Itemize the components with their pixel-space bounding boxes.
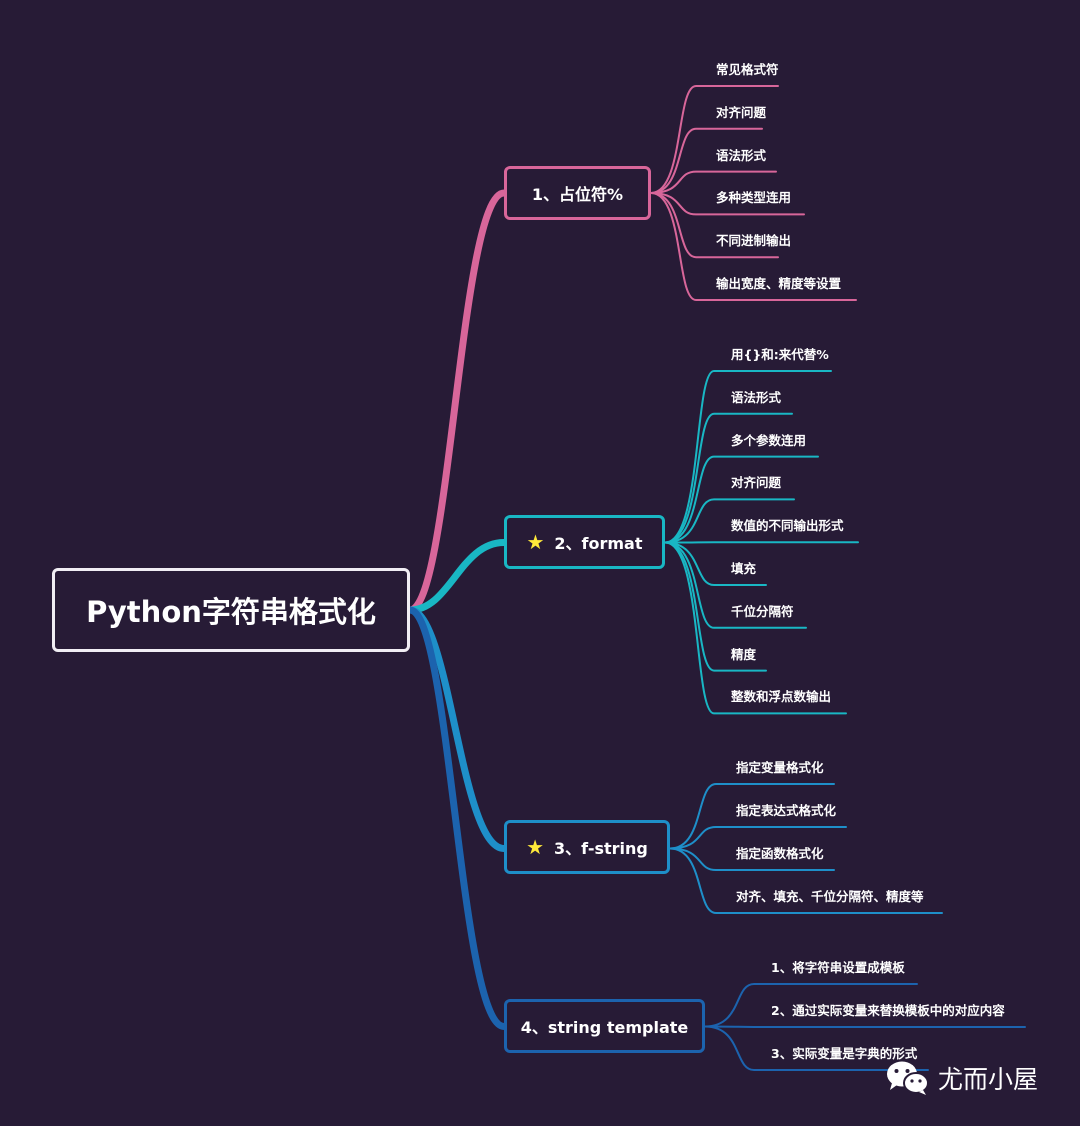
leaf-connector (664, 498, 795, 544)
leaf-item: 不同进制输出 (716, 233, 792, 249)
branch-node-string-template: 4、string template (504, 999, 705, 1053)
leaf-connector (650, 85, 779, 194)
leaf-connector (664, 412, 793, 544)
leaf-item: 输出宽度、精度等设置 (716, 276, 842, 291)
root-node: Python字符串格式化 (52, 568, 410, 652)
leaf-item: 多种类型连用 (716, 190, 792, 206)
branch-node-fstring: ★ 3、f-string (504, 820, 670, 874)
leaf-connector (664, 541, 767, 586)
leaf-connector (664, 541, 767, 672)
root-label: Python字符串格式化 (86, 595, 376, 629)
leaf-item: 1、将字符串设置成模板 (771, 960, 905, 975)
branch-connector (406, 189, 508, 614)
leaf-connector (664, 541, 847, 715)
leaf-item: 千位分隔符 (731, 603, 794, 619)
leaf-item: 用{}和:来代替% (731, 347, 829, 362)
leaf-item: 精度 (731, 646, 757, 662)
leaf-item: 语法形式 (716, 147, 767, 163)
leaf-connector (669, 826, 847, 850)
leaf-item: 数值的不同输出形式 (731, 518, 844, 534)
leaf-item: 指定表达式格式化 (736, 803, 837, 818)
branch-label: 4、string template (520, 1018, 689, 1037)
leaf-item: 3、实际变量是字典的形式 (771, 1046, 918, 1061)
wechat-icon (887, 1061, 929, 1095)
leaf-item: 常见格式符 (716, 62, 779, 77)
leaf-connector (664, 370, 832, 544)
watermark: 尤而小屋 (884, 1058, 1038, 1098)
leaf-connector (650, 192, 857, 301)
star-icon: ★ (526, 835, 545, 859)
leaf-connector (669, 847, 835, 871)
leaf-connector (650, 192, 779, 259)
leaf-item: 整数和浮点数输出 (731, 689, 832, 705)
watermark-text: 尤而小屋 (938, 1065, 1039, 1094)
leaf-item: 填充 (731, 561, 757, 576)
leaf-item: 对齐、填充、千位分隔符、精度等 (736, 889, 924, 904)
leaf-item: 2、通过实际变量来替换模板中的对应内容 (771, 1003, 1005, 1018)
branch-connector (406, 539, 508, 614)
branch-label: 2、format (554, 534, 643, 553)
branch-node-format: ★ 2、format (504, 515, 665, 569)
branch-label: 1、占位符% (531, 185, 624, 204)
leaf-item: 对齐问题 (731, 475, 782, 491)
leaf-connector (650, 192, 805, 216)
leaf-connector (704, 1025, 1026, 1028)
leaf-item: 语法形式 (731, 389, 782, 405)
leaf-connector (704, 983, 918, 1028)
leaf-connector (664, 455, 819, 544)
leaf-connector (650, 127, 763, 194)
leaf-item: 对齐问题 (716, 104, 767, 120)
leaf-item: 指定变量格式化 (736, 760, 824, 775)
branch-label: 3、f-string (554, 839, 648, 858)
leaf-item: 多个参数连用 (731, 432, 807, 448)
branch-connector (406, 606, 508, 1030)
leaf-connector (650, 170, 777, 194)
branch-node-placeholder: 1、占位符% (504, 166, 651, 220)
leaf-item: 指定函数格式化 (736, 846, 824, 861)
leaf-connector (669, 783, 835, 850)
star-icon: ★ (526, 530, 545, 554)
leaf-connector (704, 1025, 929, 1071)
leaf-connector (669, 847, 943, 914)
